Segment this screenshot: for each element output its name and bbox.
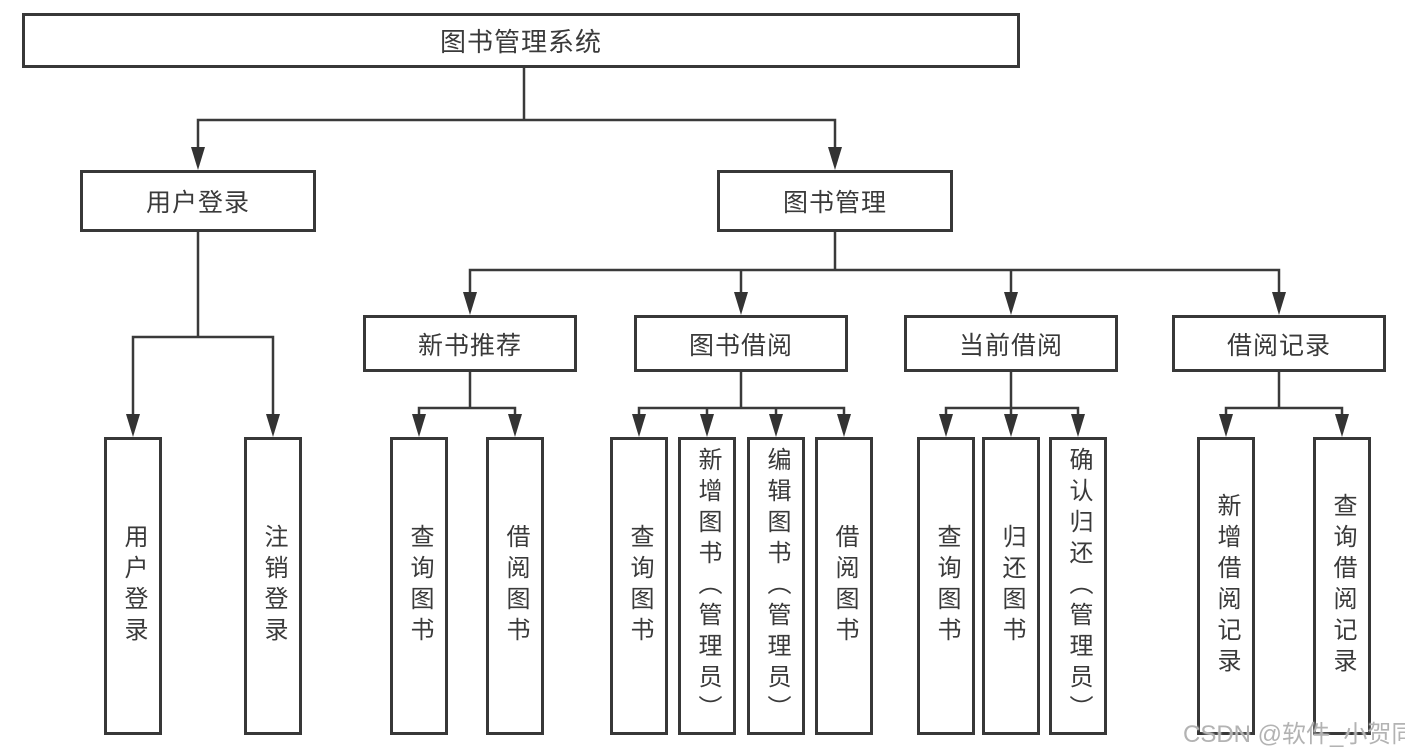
arrowhead [734,292,748,315]
node-root-label: 图书管理系统 [439,27,602,57]
connector-l2-to-l3 [468,230,1281,299]
connector-root-to-l2 [196,66,837,154]
leaf-user-login-label: 用户登录 [120,524,147,648]
node-current-borrow: 当前借阅 [904,315,1118,372]
node-user-login-label: 用户登录 [145,189,250,217]
node-borrow-records-label: 借阅记录 [1226,331,1331,360]
leaf-logout: 注销登录 [244,437,302,735]
leaf-user-login: 用户登录 [104,437,162,735]
leaf-bb-query-books-label: 查询图书 [626,524,653,648]
arrowhead [266,414,280,437]
leaf-nb-query-books: 查询图书 [390,437,448,735]
leaf-bb-edit-books-admin-label: 编辑图书（管理员） [763,446,790,726]
arrowhead [1004,292,1018,315]
node-book-management-label: 图书管理 [782,189,887,217]
leaf-cb-confirm-return-admin-label: 确认归还（管理员） [1065,446,1092,726]
connector-new-book-leaves [417,370,517,421]
node-borrow-records: 借阅记录 [1172,315,1386,372]
connector-current-borrow-leaves [944,370,1080,421]
arrowhead [508,414,522,437]
node-book-management: 图书管理 [717,170,953,232]
leaf-bb-add-books-admin: 新增图书（管理员） [678,437,736,735]
leaf-br-add-record: 新增借阅记录 [1197,437,1255,735]
arrowhead [463,292,477,315]
arrowhead [700,414,714,437]
leaf-br-query-record: 查询借阅记录 [1313,437,1371,735]
node-user-login: 用户登录 [80,170,316,232]
leaf-bb-query-books: 查询图书 [610,437,668,735]
arrowhead [191,147,205,170]
leaf-nb-query-books-label: 查询图书 [406,524,433,648]
arrowhead [939,414,953,437]
leaf-br-query-record-label: 查询借阅记录 [1329,493,1356,679]
arrowhead [632,414,646,437]
leaf-nb-borrow-books-label: 借阅图书 [502,524,529,648]
arrowhead [1004,414,1018,437]
connector-borrow-records-leaves [1224,370,1344,421]
arrowhead [837,414,851,437]
arrowhead [126,414,140,437]
connector-user-login-leaves [131,230,275,421]
leaf-logout-label: 注销登录 [260,524,287,648]
arrowhead [1335,414,1349,437]
leaf-bb-borrow-books: 借阅图书 [815,437,873,735]
leaf-cb-query-books: 查询图书 [917,437,975,735]
node-root: 图书管理系统 [22,13,1020,68]
connector-book-borrow-leaves [637,370,846,421]
arrowhead [1071,414,1085,437]
node-book-borrow: 图书借阅 [634,315,848,372]
leaf-br-add-record-label: 新增借阅记录 [1213,493,1240,679]
leaf-bb-borrow-books-label: 借阅图书 [831,524,858,648]
leaf-bb-add-books-admin-label: 新增图书（管理员） [694,446,721,726]
arrowhead [769,414,783,437]
node-new-book-recommend-label: 新书推荐 [417,331,522,360]
leaf-bb-edit-books-admin: 编辑图书（管理员） [747,437,805,735]
leaf-cb-return-books: 归还图书 [982,437,1040,735]
leaf-cb-query-books-label: 查询图书 [933,524,960,648]
node-new-book-recommend: 新书推荐 [363,315,577,372]
arrowhead [412,414,426,437]
leaf-cb-return-books-label: 归还图书 [998,524,1025,648]
arrowhead [1219,414,1233,437]
node-book-borrow-label: 图书借阅 [688,331,793,360]
node-current-borrow-label: 当前借阅 [958,331,1063,360]
leaf-cb-confirm-return-admin: 确认归还（管理员） [1049,437,1107,735]
arrowhead [828,147,842,170]
leaf-nb-borrow-books: 借阅图书 [486,437,544,735]
arrowhead [1272,292,1286,315]
csdn-watermark: CSDN @软件_小贺同学 [1183,721,1405,747]
